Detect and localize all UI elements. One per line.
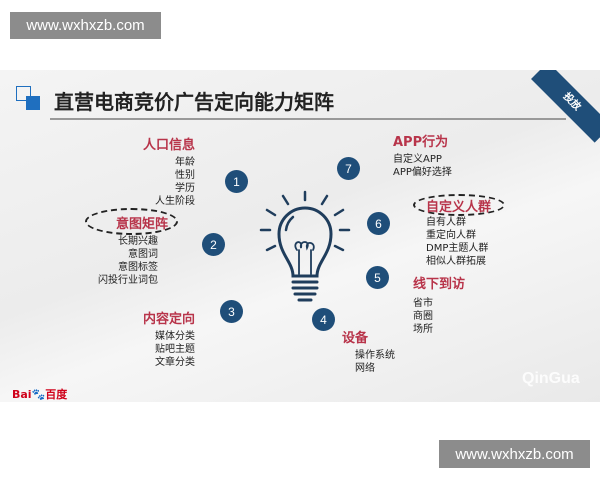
list-item: 自定义APP — [393, 154, 442, 165]
number-badge-2: 2 — [202, 233, 225, 256]
dashed-highlight-ellipse — [413, 194, 505, 216]
list-item: 网络 — [355, 363, 375, 374]
list-item: 闪投行业词包 — [98, 275, 158, 286]
number-badge-3: 3 — [220, 300, 243, 323]
group-custom-audience: 自定义人群 自有人群 重定向人群 DMP主题人群 相似人群拓展 — [426, 196, 491, 268]
list-item: 贴吧主题 — [155, 344, 195, 355]
list-item: 长期兴趣 — [118, 236, 158, 247]
group-offline-visit: 线下到访 省市 商圈 场所 — [413, 273, 465, 336]
watermark-top: www.wxhxzb.com — [10, 12, 161, 39]
list-item: 文章分类 — [155, 357, 195, 368]
list-item: 操作系统 — [355, 350, 395, 361]
group-intent: 意图矩阵 长期兴趣 意图词 意图标签 闪投行业词包 — [98, 213, 168, 287]
list-item: 商圈 — [413, 311, 433, 322]
title-icon — [16, 86, 40, 110]
group-title: 意图矩阵 — [115, 217, 168, 232]
number-badge-4: 4 — [312, 308, 335, 331]
list-item: 意图标签 — [118, 262, 158, 273]
group-app-behavior: APP行为 自定义APP APP偏好选择 — [393, 131, 452, 179]
group-title: 人口信息 — [142, 138, 195, 153]
number-badge-7: 7 — [337, 157, 360, 180]
list-item: 重定向人群 — [426, 230, 476, 241]
list-item: 相似人群拓展 — [426, 256, 486, 267]
number-badge-5: 5 — [366, 266, 389, 289]
list-item: 年龄 — [175, 157, 195, 168]
slide: 直营电商竞价广告定向能力矩阵 投放 人口信息 年龄 性别 学历 人生阶段 1 — [0, 70, 600, 402]
watermark-bottom: www.wxhxzb.com — [439, 440, 590, 468]
list-item: APP偏好选择 — [393, 167, 452, 178]
list-item: 媒体分类 — [155, 331, 195, 342]
corner-tag: 投放 — [560, 90, 583, 113]
baidu-logo: Bai🐾百度 — [12, 388, 68, 401]
group-title: 线下到访 — [413, 277, 466, 292]
group-title: APP行为 — [393, 135, 449, 150]
list-item: 自有人群 — [426, 217, 466, 228]
group-device: 设备 操作系统 网络 — [342, 327, 395, 375]
list-item: 人生阶段 — [155, 196, 195, 207]
list-item: 场所 — [413, 324, 433, 335]
title-underline — [50, 118, 566, 120]
qingua-logo: QinGua — [522, 370, 580, 387]
number-badge-1: 1 — [225, 170, 248, 193]
group-title: 内容定向 — [142, 312, 195, 327]
list-item: 学历 — [175, 183, 195, 194]
dashed-highlight-ellipse — [85, 208, 178, 235]
group-title: 自定义人群 — [426, 200, 492, 215]
list-item: 性别 — [175, 170, 195, 181]
slide-title: 直营电商竞价广告定向能力矩阵 — [54, 90, 334, 114]
list-item: 省市 — [413, 298, 433, 309]
group-content: 内容定向 媒体分类 贴吧主题 文章分类 — [143, 308, 195, 369]
corner-ribbon: 投放 — [531, 70, 600, 143]
group-demographics: 人口信息 年龄 性别 学历 人生阶段 — [143, 134, 195, 208]
list-item: DMP主题人群 — [426, 243, 489, 254]
list-item: 意图词 — [128, 249, 158, 260]
number-badge-6: 6 — [367, 212, 390, 235]
lightbulb-icon — [259, 190, 351, 302]
group-title: 设备 — [342, 331, 369, 346]
